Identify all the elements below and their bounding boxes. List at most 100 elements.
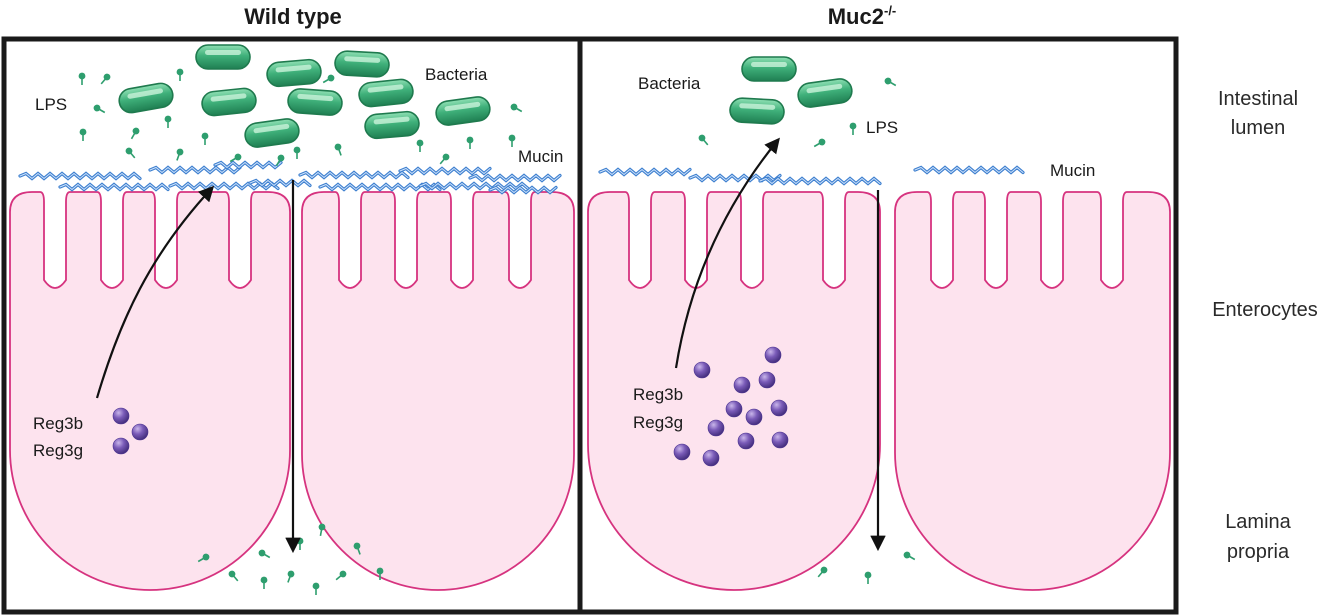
lps-molecule — [813, 138, 826, 148]
side-label-propria: propria — [1227, 541, 1290, 563]
bacterium-shine — [275, 64, 312, 73]
label-mucin-wild-type: Mucin — [518, 147, 563, 166]
bacterium-body — [435, 96, 491, 126]
enterocyte-wt-2-slot-highlight — [510, 194, 530, 202]
bacterium — [364, 110, 420, 140]
bacterium-shine — [806, 83, 843, 94]
bacterium-shine — [444, 101, 481, 112]
label-mucin-muc2: Mucin — [1050, 161, 1095, 180]
lps-molecule — [884, 77, 897, 87]
mucin-strand-highlight — [419, 182, 529, 190]
label-lps-wild-type: LPS — [35, 95, 67, 114]
mucin-strand — [58, 182, 170, 192]
bacterium-body — [364, 110, 420, 140]
mucin-strand — [18, 171, 142, 181]
lps-molecule — [849, 122, 857, 135]
bacterium-body — [201, 87, 257, 117]
lps-head — [510, 103, 518, 111]
side-label-lumen: lumen — [1231, 117, 1285, 139]
reg3-particle — [707, 419, 725, 437]
bacterium-body — [358, 78, 414, 108]
bacterium — [797, 78, 853, 108]
lps-molecule — [164, 115, 172, 128]
bacterium-shine — [297, 93, 334, 102]
reg3-particle — [745, 408, 763, 426]
bacterium-shine — [739, 103, 776, 110]
mucin-strand-highlight — [399, 167, 491, 175]
bacterium-body — [195, 44, 251, 70]
label-reg3g-muc2: Reg3g — [633, 413, 683, 432]
lps-molecule — [228, 570, 239, 582]
lps-molecule — [376, 567, 384, 580]
mucin-strand-highlight — [19, 172, 141, 180]
lps-head — [103, 73, 111, 81]
mucin-strand-highlight — [59, 183, 169, 191]
lps-molecule — [79, 128, 87, 141]
lps-molecule — [176, 68, 184, 81]
lps-head — [78, 72, 86, 80]
side-label-lamina: Lamina — [1225, 511, 1291, 533]
lps-head — [339, 570, 347, 578]
lps-head — [318, 523, 326, 531]
lps-molecule — [176, 148, 184, 161]
bacterium-shine — [373, 116, 410, 125]
bacterium-body — [334, 50, 390, 78]
enterocyte-muc2-2-slot-highlight — [1102, 194, 1122, 202]
enterocyte-muc2-1-slot-highlight — [686, 194, 706, 202]
enterocyte-wt-2 — [301, 191, 575, 591]
bacterium-shine — [210, 93, 247, 102]
mucin-strand-highlight — [759, 177, 881, 185]
lps-head — [327, 74, 335, 82]
mucin-strands — [18, 160, 1025, 195]
bacterium — [334, 50, 390, 78]
bacterium — [435, 96, 491, 126]
reg3-particle — [131, 423, 149, 441]
bacterium — [201, 87, 257, 117]
enterocytes-muc2 — [587, 191, 1171, 591]
reg3-particle — [693, 361, 711, 379]
side-label-enterocytes: Enterocytes — [1212, 299, 1318, 321]
lps-molecule — [201, 132, 209, 145]
bacteria-group — [118, 44, 853, 148]
label-bacteria-muc2: Bacteria — [638, 74, 701, 93]
lps-molecule — [125, 147, 136, 159]
bacterium-shine — [367, 84, 404, 93]
reg3-particles — [112, 346, 789, 467]
enterocyte-muc2-1 — [587, 191, 881, 591]
lps-molecule — [130, 127, 140, 140]
bacterium-body — [797, 78, 853, 108]
mucin-strand-highlight — [214, 161, 282, 169]
lps-head — [818, 138, 826, 146]
reg3-particle — [758, 371, 776, 389]
lps-molecule — [698, 134, 709, 146]
bacterium — [195, 44, 251, 70]
enterocyte-muc2-2-slot-highlight — [1042, 194, 1062, 202]
lps-head — [849, 122, 857, 130]
lps-head — [293, 146, 301, 154]
lps-head — [258, 549, 266, 557]
lps-molecule — [335, 570, 347, 581]
lps-head — [132, 127, 140, 135]
panel-frame-muc2 — [577, 36, 1179, 615]
lps-molecule — [93, 104, 106, 114]
label-reg3b-muc2: Reg3b — [633, 385, 683, 404]
label-bacteria-wild-type: Bacteria — [425, 65, 488, 84]
lps-molecule — [864, 571, 872, 584]
reg3-particle — [770, 399, 788, 417]
enterocyte-wt-2-slot-highlight — [340, 194, 360, 202]
lps-molecule — [100, 73, 111, 85]
lps-molecule — [903, 551, 916, 561]
enterocyte-wt-1-slot-highlight — [156, 194, 176, 202]
mucin-strand — [758, 176, 882, 186]
mucin-strand — [298, 170, 410, 180]
lps-head — [93, 104, 101, 112]
bacterium-shine — [344, 56, 381, 63]
label-reg3b-wild-type: Reg3b — [33, 414, 83, 433]
lps-head — [820, 566, 828, 574]
reg3-particle — [737, 432, 755, 450]
lps-head — [79, 128, 87, 136]
lps-molecule — [287, 570, 295, 583]
lps-molecule — [416, 139, 424, 152]
lps-molecule — [510, 103, 523, 113]
lps-head — [125, 147, 133, 155]
